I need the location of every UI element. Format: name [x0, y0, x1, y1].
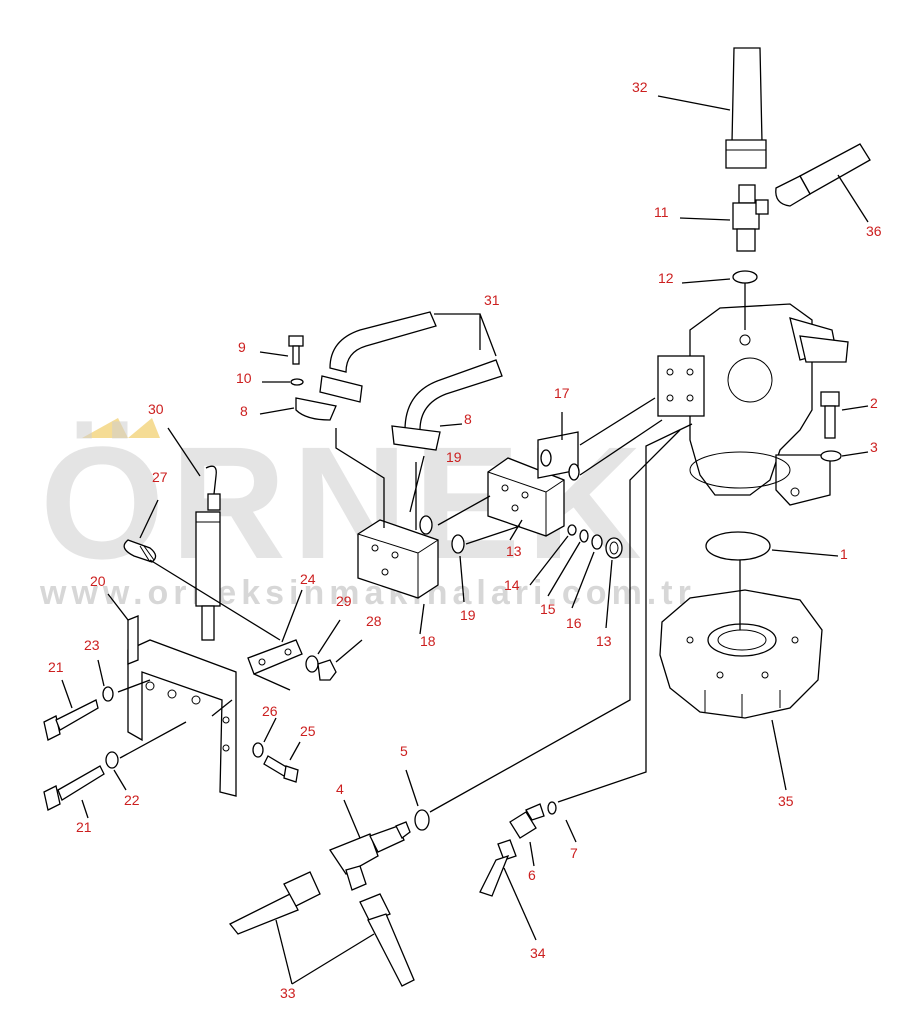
hose-36 [775, 143, 871, 207]
o-ring-14 [567, 524, 577, 536]
o-ring-17a [540, 449, 552, 467]
callout-33: 33 [280, 985, 296, 1001]
bolt-25 [263, 755, 299, 783]
callout-2: 2 [870, 395, 878, 411]
callout-1: 1 [840, 546, 848, 562]
callout-7: 7 [570, 845, 578, 861]
plug-13 [605, 537, 623, 559]
washer-22 [105, 751, 119, 769]
callout-32: 32 [632, 79, 648, 95]
callout-29: 29 [336, 593, 352, 609]
washer-3 [820, 450, 842, 462]
o-ring-12 [732, 270, 758, 284]
o-ring-19-lower [451, 534, 465, 554]
flange-8-left [295, 397, 337, 421]
pipe-32 [725, 47, 767, 169]
washer-26 [252, 742, 264, 758]
callout-27: 27 [152, 469, 168, 485]
callout-labels: 32 11 36 12 2 3 1 35 31 9 10 8 8 19 19 1… [48, 79, 882, 1001]
callout-8-left: 8 [240, 403, 248, 419]
callout-11: 11 [654, 204, 669, 220]
callout-21-upper: 21 [48, 659, 64, 675]
swing-machinery-35 [659, 589, 823, 719]
callout-15: 15 [540, 601, 556, 617]
callout-28: 28 [366, 613, 382, 629]
callout-34: 34 [530, 945, 546, 961]
flange-8-upper [319, 375, 363, 403]
callout-6: 6 [528, 867, 536, 883]
o-ring-7 [547, 801, 557, 815]
block-18 [357, 519, 439, 599]
callout-25: 25 [300, 723, 316, 739]
watermark: ÖRNEK www.orneksinmakinalari.com.tr [39, 413, 691, 612]
bolt-9 [288, 335, 304, 365]
bolt-21-lower [43, 765, 105, 811]
callout-4: 4 [336, 781, 344, 797]
callout-19-lower: 19 [460, 607, 476, 623]
hose-31 [329, 311, 503, 431]
callout-13-right: 13 [596, 633, 612, 649]
o-ring-1 [705, 531, 771, 561]
callout-9: 9 [238, 339, 246, 355]
callout-18: 18 [420, 633, 436, 649]
plate-24 [247, 639, 303, 675]
block-13 [487, 457, 565, 537]
callout-5: 5 [400, 743, 408, 759]
swing-motor-body [657, 303, 849, 506]
hose-34 [479, 839, 517, 897]
callout-36: 36 [866, 223, 882, 239]
bolt-2 [820, 391, 840, 439]
nut-28 [317, 659, 337, 681]
hose-33 [228, 871, 415, 987]
callout-30: 30 [148, 401, 164, 417]
clip-27 [123, 539, 157, 563]
elbow-fitting-4 [329, 821, 411, 891]
o-ring-19-upper [419, 515, 433, 535]
callout-26: 26 [262, 703, 278, 719]
callout-31: 31 [484, 292, 500, 308]
callout-3: 3 [870, 439, 878, 455]
ring-16 [591, 534, 603, 550]
cylinder-30 [195, 465, 221, 641]
washer-29 [305, 655, 319, 673]
watermark-accent-left [82, 418, 128, 438]
callout-8-right: 8 [464, 411, 472, 427]
callout-24: 24 [300, 571, 316, 587]
callout-21-lower: 21 [76, 819, 92, 835]
tee-fitting-11 [732, 184, 769, 252]
bolt-21-upper [43, 699, 99, 741]
callout-35: 35 [778, 793, 794, 809]
callout-20: 20 [90, 573, 106, 589]
callout-17: 17 [554, 385, 570, 401]
watermark-accent-right [128, 418, 160, 438]
o-ring-5 [414, 809, 430, 831]
bracket-20 [127, 615, 237, 797]
callout-14: 14 [504, 577, 520, 593]
washer-10 [290, 378, 304, 386]
washer-23 [102, 686, 114, 702]
flange-8-right [391, 425, 441, 451]
callout-19-upper: 19 [446, 449, 462, 465]
callout-22: 22 [124, 792, 140, 808]
fitting-6 [509, 803, 545, 839]
callout-12: 12 [658, 270, 674, 286]
callout-13-left: 13 [506, 543, 522, 559]
o-ring-17b [568, 463, 580, 481]
callout-23: 23 [84, 637, 100, 653]
callout-10: 10 [236, 370, 252, 386]
leader-lines [61, 95, 869, 985]
o-ring-15 [579, 529, 589, 543]
callout-16: 16 [566, 615, 582, 631]
